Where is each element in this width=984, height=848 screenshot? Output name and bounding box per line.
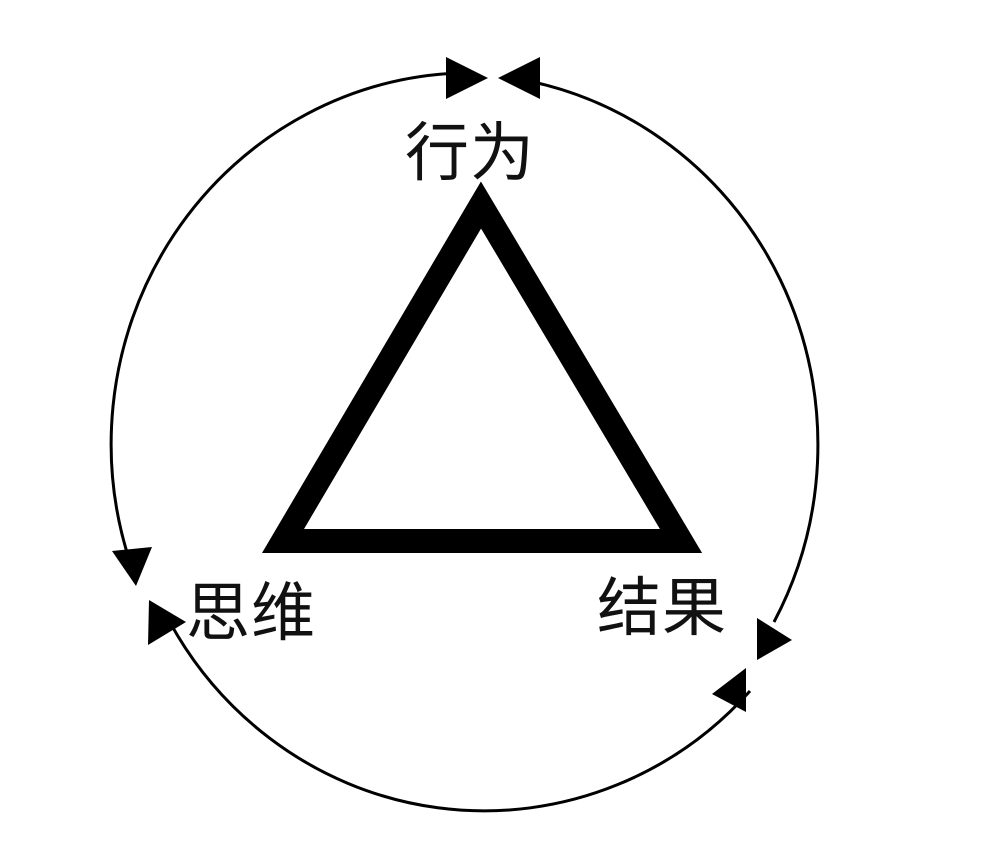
- arc-top-to-right: [511, 76, 820, 623]
- node-label-result: 结果: [597, 572, 727, 646]
- arc-left-to-top: [109, 71, 461, 569]
- arrowhead-right-down-pointing: [757, 618, 792, 660]
- arrowhead-top-right-pointing: [446, 57, 488, 99]
- arrowhead-right-up-pointing: [712, 668, 746, 712]
- arrowhead-top-left-pointing: [498, 57, 540, 99]
- arrowhead-left-up-pointing: [148, 600, 186, 645]
- node-label-behavior: 行为: [405, 117, 535, 191]
- center-triangle: [262, 181, 703, 553]
- outer-cycle: [109, 71, 820, 813]
- arrowhead-left-down-pointing: [112, 547, 152, 586]
- cycle-arrowheads: [112, 57, 792, 712]
- arc-right-to-left: [163, 612, 752, 813]
- node-label-thinking: 思维: [186, 577, 316, 651]
